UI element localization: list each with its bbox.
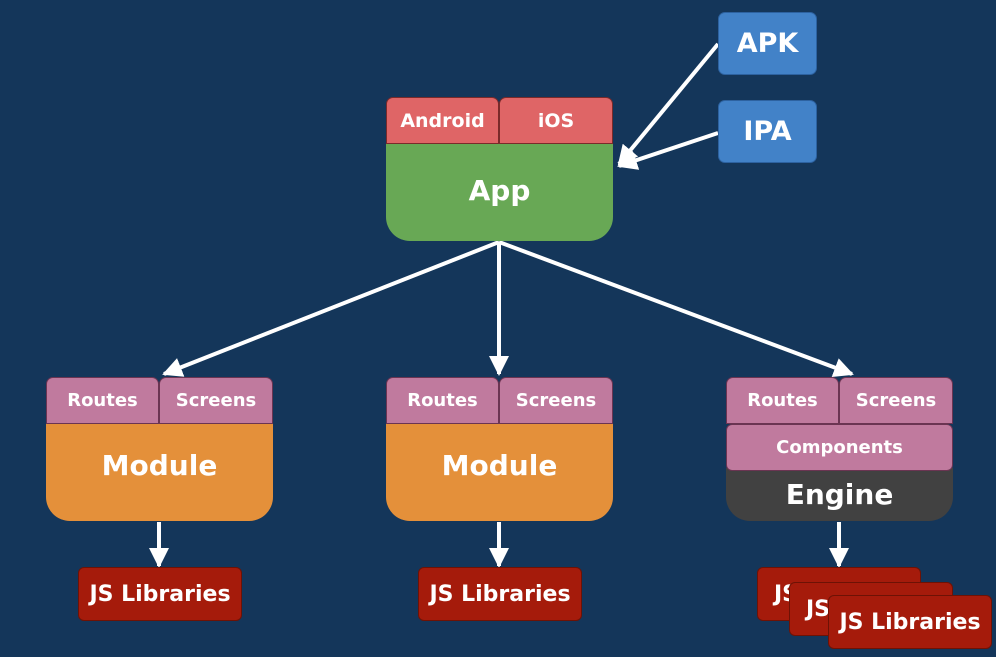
engine-body: Engine (726, 468, 953, 521)
module-2-js-libraries: JS Libraries (418, 567, 582, 621)
app-body: App (386, 140, 613, 241)
module-2-screens-tag: Screens (499, 377, 613, 424)
ipa-box: IPA (718, 100, 817, 163)
module-1-screens-tag: Screens (159, 377, 273, 424)
arrow-apk-to-app (617, 42, 720, 166)
module-2-body: Module (386, 420, 613, 521)
module-2-routes-tag: Routes (386, 377, 499, 424)
engine-js-libraries-3: JS Libraries (828, 595, 992, 649)
arrow-app-to-engine (498, 240, 854, 378)
engine-screens-tag: Screens (839, 377, 953, 424)
module-1-body: Module (46, 420, 273, 521)
ios-tag: iOS (499, 97, 613, 144)
arrow-app-to-module-1 (162, 240, 500, 377)
module-1-routes-tag: Routes (46, 377, 159, 424)
arrow-ipa-to-app (617, 131, 719, 170)
apk-box: APK (718, 12, 817, 75)
engine-components-tag: Components (726, 424, 953, 471)
module-1-js-libraries: JS Libraries (78, 567, 242, 621)
android-tag: Android (386, 97, 499, 144)
engine-routes-tag: Routes (726, 377, 839, 424)
